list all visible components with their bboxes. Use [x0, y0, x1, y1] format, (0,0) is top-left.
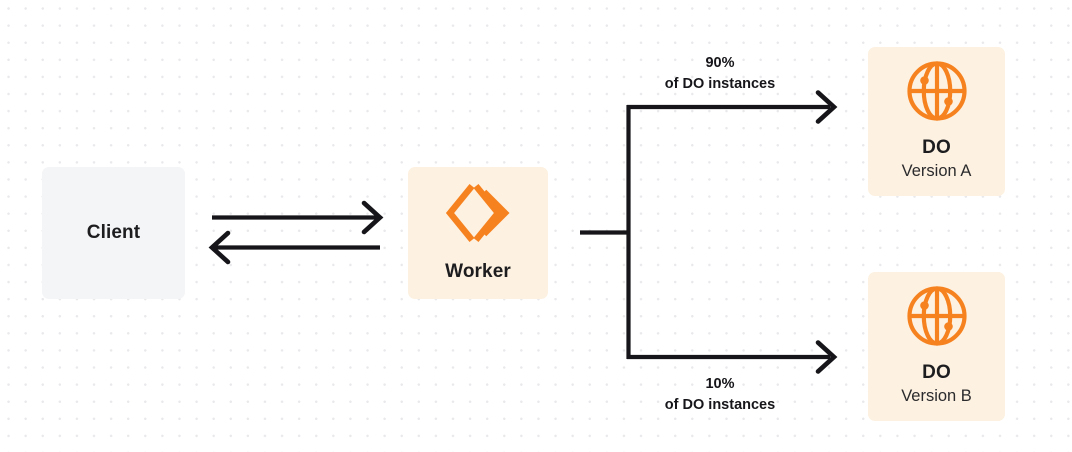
- node-do-a-title: DO: [922, 137, 951, 159]
- node-do-a-subtitle: Version A: [901, 162, 972, 181]
- node-worker-label: Worker: [445, 261, 511, 283]
- edge-label-do-b-caption: of DO instances: [664, 396, 776, 413]
- node-worker[interactable]: Worker: [408, 167, 548, 299]
- node-do-version-b[interactable]: DO Version B: [868, 272, 1005, 421]
- node-do-version-a[interactable]: DO Version A: [868, 47, 1005, 196]
- node-do-b-subtitle: Version B: [901, 387, 972, 406]
- edge-label-do-a: 90% of DO instances: [605, 53, 835, 94]
- arrow-worker-to-do-a: [627, 90, 838, 124]
- branch-trunk: [580, 105, 631, 359]
- edge-label-do-b: 10% of DO instances: [605, 374, 835, 415]
- arrow-worker-to-client: [208, 230, 380, 265]
- node-do-b-title: DO: [922, 362, 951, 384]
- globe-icon: [906, 60, 968, 122]
- node-client[interactable]: Client: [42, 167, 185, 299]
- arrow-worker-to-do-b: [627, 340, 838, 374]
- cloudflare-workers-icon: [445, 182, 510, 244]
- node-client-label: Client: [86, 222, 141, 244]
- edge-label-do-a-percent: 90%: [705, 55, 735, 71]
- arrow-client-to-worker: [212, 200, 384, 235]
- edge-label-do-a-caption: of DO instances: [664, 75, 776, 92]
- globe-icon: [906, 285, 968, 347]
- edge-label-do-b-percent: 10%: [705, 376, 735, 392]
